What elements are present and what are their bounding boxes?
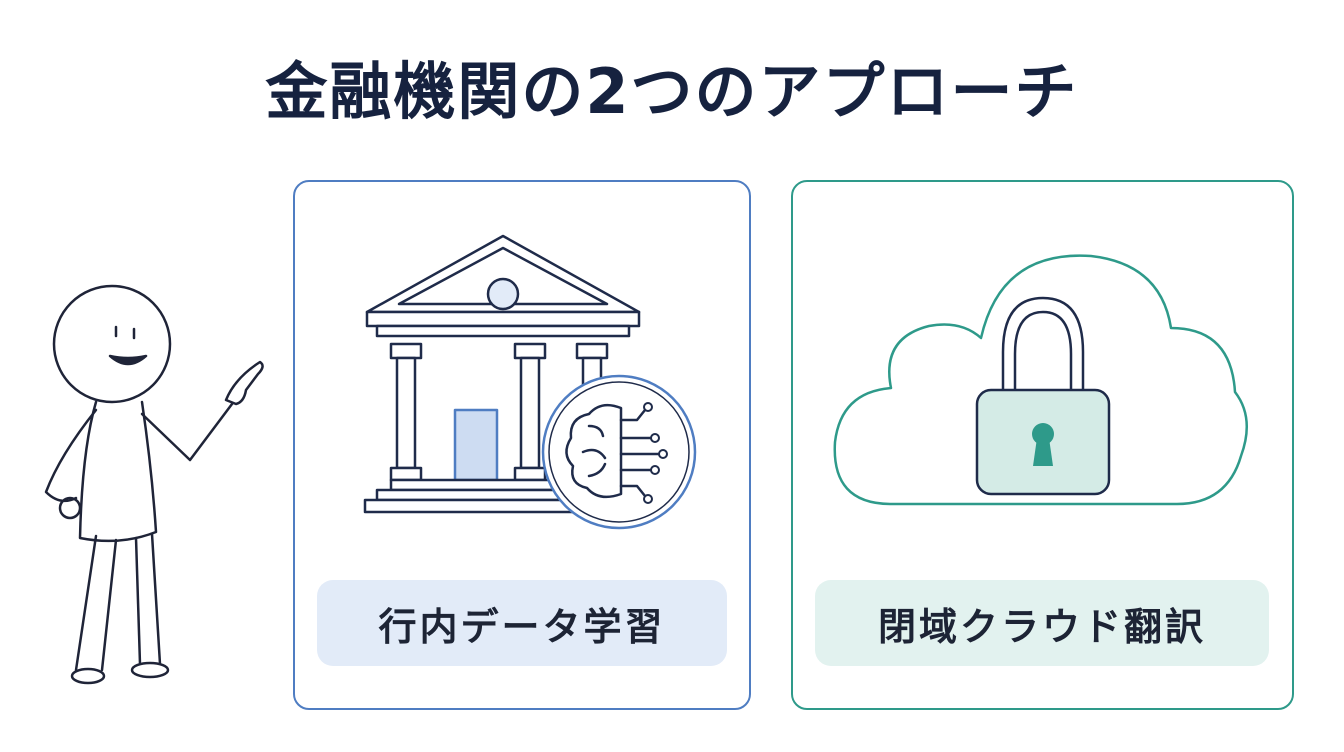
label-closed-cloud-translation: 閉域クラウド翻訳	[815, 580, 1269, 666]
card-closed-cloud-translation: 閉域クラウド翻訳	[791, 180, 1294, 710]
pointing-person-icon	[44, 284, 264, 685]
bank-brain-icon	[363, 234, 697, 530]
card-in-house-data-learning: 行内データ学習	[293, 180, 751, 710]
page-title: 金融機関の2つのアプローチ	[265, 55, 1079, 128]
cloud-lock-icon	[833, 254, 1248, 506]
label-in-house-data-learning: 行内データ学習	[317, 580, 727, 666]
